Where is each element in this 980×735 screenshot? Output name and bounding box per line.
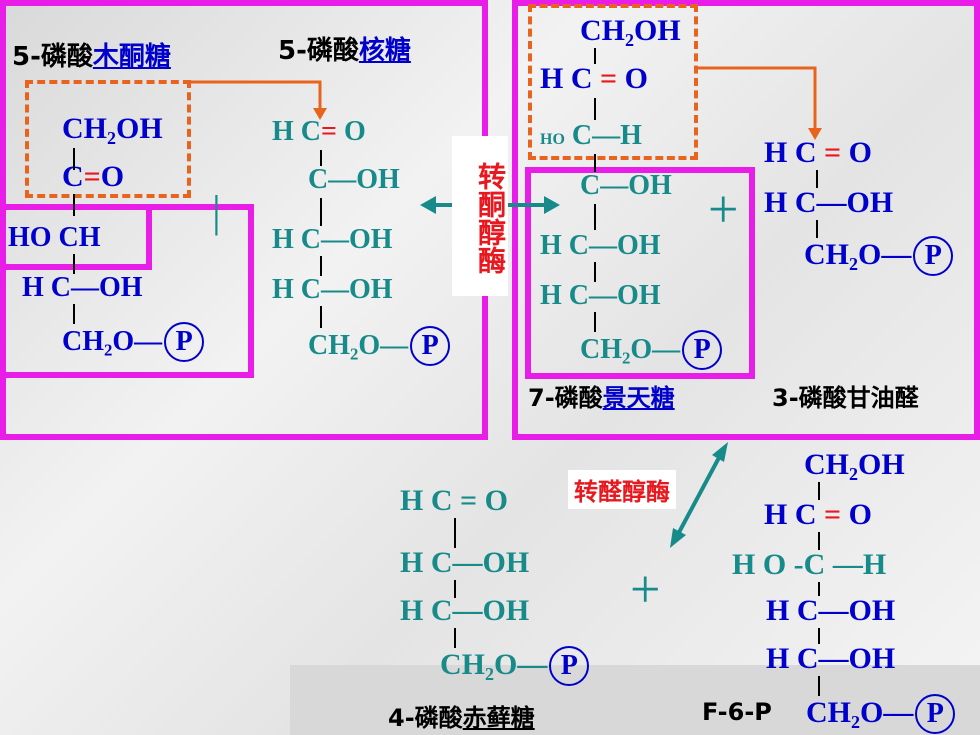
transaldolase-label: 转醛醇酶 <box>568 470 676 509</box>
phosphate-icon: P <box>682 330 723 370</box>
rib-bond <box>320 150 322 166</box>
rib-bond <box>320 198 322 226</box>
sedo-top-dashed <box>528 4 698 160</box>
xyl-co: C=O <box>62 160 125 193</box>
ery-hcoh-1: H C—OH <box>400 546 530 579</box>
rib-coh: C—OH <box>308 164 400 195</box>
rib-hco: H C= O <box>272 116 366 147</box>
f6p-bond <box>818 582 820 596</box>
ery-label-prefix: 4-磷酸 <box>388 704 463 732</box>
xyl-ch2oh: CH₂OH <box>62 112 163 145</box>
ribose-label: 5-磷酸核糖 <box>278 30 411 67</box>
sedo-bond <box>594 98 596 120</box>
xylulose-top-dashed <box>25 80 191 198</box>
sedo-hoch: HO C—H <box>540 120 642 151</box>
f6p-ch2op: CH₂O—P <box>806 694 956 734</box>
hoch-box <box>0 204 152 270</box>
ery-bond <box>454 518 456 548</box>
sedo-bond <box>594 262 596 282</box>
sedo-label-name: 景天糖 <box>602 384 675 412</box>
f6p-bond <box>818 482 820 500</box>
rib-ch2o-text: CH₂O— <box>308 330 409 361</box>
xyl-hcoh: H C—OH <box>22 272 143 303</box>
sedo-ch2op: CH₂O—P <box>580 330 723 370</box>
ery-ch2op: CH₂O—P <box>440 646 590 686</box>
sedo-bond <box>594 48 596 64</box>
sedo-ch2o-text: CH₂O— <box>580 334 681 365</box>
sedo-label: 7-磷酸景天糖 <box>528 378 675 413</box>
ga3p-hcoh: H C—OH <box>764 186 894 219</box>
phosphate-icon: P <box>549 646 590 686</box>
f6p-bond <box>818 676 820 696</box>
xyl-bond <box>73 254 75 274</box>
ery-bond <box>454 628 456 648</box>
rib-bond <box>320 306 322 328</box>
f6p-ch2o-text: CH₂O— <box>806 696 914 729</box>
phosphate-icon: P <box>915 694 956 734</box>
ery-hcoh-2: H C—OH <box>400 594 530 627</box>
ribose-label-name: 核糖 <box>358 36 411 66</box>
xylulose-label-name: 木酮糖 <box>92 42 171 72</box>
sedo-bottom-box <box>525 167 755 379</box>
xyl-ch2op: CH₂O—P <box>62 322 205 362</box>
sedo-label-prefix: 7-磷酸 <box>528 384 603 412</box>
phosphate-icon: P <box>164 322 205 362</box>
rib-ch2op: CH₂O—P <box>308 326 451 366</box>
sedo-hcoh-1: H C—OH <box>540 230 661 261</box>
f6p-hco: H C = O <box>764 498 872 531</box>
ga3p-label: 3-磷酸甘油醛 <box>772 384 919 412</box>
sedo-bond <box>594 154 596 172</box>
plus-left: | <box>212 187 221 236</box>
plus-bottom: + <box>630 559 661 619</box>
xyl-ch2o-text: CH₂O— <box>62 326 163 357</box>
ery-label: 4-磷酸赤藓糖 <box>388 698 535 733</box>
ery-label-name: 赤藓糖 <box>462 704 535 732</box>
ga3p-bond <box>816 220 818 238</box>
xylulose-label-prefix: 5-磷酸 <box>12 42 93 72</box>
ga3p-hco: H C = O <box>764 136 872 169</box>
transketolase-label: 转酮醇酶 <box>452 136 508 296</box>
xyl-hoch: HO CH <box>8 222 101 253</box>
plus-top: + <box>708 179 739 239</box>
f6p-bond <box>818 628 820 644</box>
rib-bond <box>320 256 322 276</box>
xyl-bond <box>73 304 75 324</box>
ga3p-ch2o-text: CH₂O— <box>804 238 912 271</box>
sedo-bond <box>594 204 596 230</box>
phosphate-icon: P <box>913 236 954 276</box>
rib-hcoh-2: H C—OH <box>272 274 393 305</box>
rib-hcoh-1: H C—OH <box>272 224 393 255</box>
xyl-bond <box>73 148 75 170</box>
sedo-coh: C—OH <box>580 170 672 201</box>
f6p-label: F-6-P <box>702 698 772 726</box>
right-group-box <box>512 0 980 440</box>
sedo-bond <box>594 312 596 332</box>
f6p-hcoh-2: H C—OH <box>766 642 896 675</box>
xylulose-label: 5-磷酸木酮糖 <box>12 36 171 73</box>
phosphate-icon: P <box>410 326 451 366</box>
sedo-hco: H C = O <box>540 62 648 95</box>
ery-bond <box>454 580 456 598</box>
sedo-hcoh-2: H C—OH <box>540 280 661 311</box>
f6p-hcoh-1: H C—OH <box>766 594 896 627</box>
sedo-ch2oh: CH₂OH <box>580 14 681 47</box>
xyl-bond <box>73 194 75 216</box>
ery-ch2o-text: CH₂O— <box>440 648 548 681</box>
f6p-hoch: H O -C —H <box>732 548 887 581</box>
ga3p-ch2op: CH₂O—P <box>804 236 954 276</box>
ery-hco: H C = O <box>400 484 508 517</box>
ribose-label-prefix: 5-磷酸 <box>278 36 359 66</box>
f6p-ch2oh: CH₂OH <box>804 448 905 481</box>
ga3p-bond <box>816 170 818 188</box>
footer-band <box>290 665 980 735</box>
f6p-bond <box>818 532 820 550</box>
